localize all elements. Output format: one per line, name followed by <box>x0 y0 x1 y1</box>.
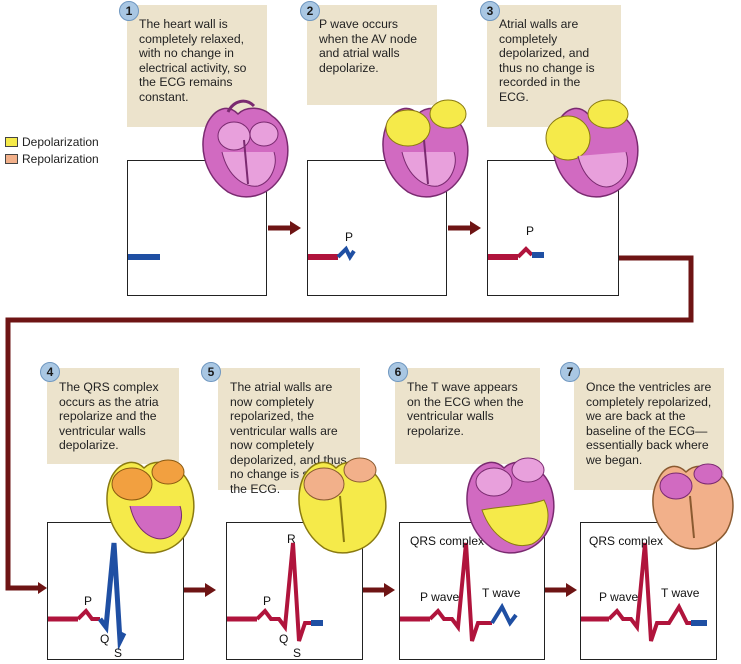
ecg-label-pwave-7: P wave <box>599 590 638 604</box>
step-text-2: P wave occurs when the AV node and atria… <box>319 17 418 75</box>
heart-illustration-3 <box>545 99 639 198</box>
ecg-label-r-5: R <box>287 532 296 546</box>
step-number-5: 5 <box>201 362 221 382</box>
arrow-2-3 <box>448 221 481 235</box>
ecg-label-p-3: P <box>526 224 534 238</box>
step-number-2: 2 <box>300 1 320 21</box>
ecg-label-pwave-6: P wave <box>420 590 459 604</box>
ecg-trace-6: QRS complex P wave T wave <box>400 534 521 642</box>
legend-depolarization: Depolarization <box>5 133 99 150</box>
arrow-row2-entry <box>38 582 47 594</box>
ecg-label-twave-6: T wave <box>482 586 521 600</box>
row-connector <box>5 255 694 591</box>
step-note-6: The T wave appears on the ECG when the v… <box>395 368 540 464</box>
step-number-3: 3 <box>480 1 500 21</box>
step-number-7: 7 <box>560 362 580 382</box>
ecg-trace-5: P R Q S <box>227 532 323 660</box>
legend-repolarization: Repolarization <box>5 150 99 167</box>
ecg-label-p-5: P <box>263 594 271 608</box>
step-text-5: The atrial walls are now completely repo… <box>230 380 347 496</box>
heart-illustration-5 <box>298 457 387 554</box>
step-text-3: Atrial walls are completely depolarized,… <box>499 17 595 104</box>
step-note-4: The QRS complex occurs as the atria repo… <box>47 368 179 464</box>
arrow-5-6 <box>363 583 395 597</box>
heart-illustration-2 <box>382 99 469 198</box>
ecg-label-p-2: P <box>345 230 353 244</box>
ecg-label-qrs-7: QRS complex <box>589 534 663 548</box>
ecg-label-twave-7: T wave <box>661 586 700 600</box>
legend-depolarization-label: Depolarization <box>22 134 99 149</box>
heart-illustration-1 <box>202 99 289 198</box>
ecg-trace-1 <box>128 254 160 260</box>
legend-repolarization-label: Repolarization <box>22 151 99 166</box>
ecg-trace-3: P <box>488 224 544 260</box>
ecg-label-s-5: S <box>293 646 301 659</box>
legend: Depolarization Repolarization <box>5 133 99 167</box>
depolarization-swatch <box>5 136 18 147</box>
step-text-1: The heart wall is completely relaxed, wi… <box>139 17 247 104</box>
step-text-6: The T wave appears on the ECG when the v… <box>407 380 524 438</box>
repolarization-swatch <box>5 153 18 164</box>
step-number-6: 6 <box>388 362 408 382</box>
step-text-7: Once the ventricles are completely repol… <box>586 380 712 467</box>
ecg-trace-4: P Q S <box>48 542 127 660</box>
heart-illustration-6 <box>466 457 555 554</box>
step-number-4: 4 <box>40 362 60 382</box>
ecg-label-q-4: Q <box>100 632 109 646</box>
step-text-4: The QRS complex occurs as the atria repo… <box>59 380 159 452</box>
heart-illustration-4 <box>106 459 195 554</box>
heart-illustration-7 <box>652 463 734 550</box>
arrow-4-5 <box>184 583 216 597</box>
arrow-1-2 <box>268 221 301 235</box>
ecg-label-p-4: P <box>84 594 92 608</box>
step-number-1: 1 <box>119 1 139 21</box>
ecg-trace-2: P <box>308 230 356 261</box>
step-note-1: The heart wall is completely relaxed, wi… <box>127 5 267 127</box>
ecg-label-s-4: S <box>114 646 122 659</box>
arrow-6-7 <box>545 583 577 597</box>
ecg-label-q-5: Q <box>279 632 288 646</box>
step-note-2: P wave occurs when the AV node and atria… <box>307 5 437 105</box>
ecg-trace-7: QRS complex P wave T wave <box>581 534 707 642</box>
ecg-label-qrs-6: QRS complex <box>410 534 484 548</box>
